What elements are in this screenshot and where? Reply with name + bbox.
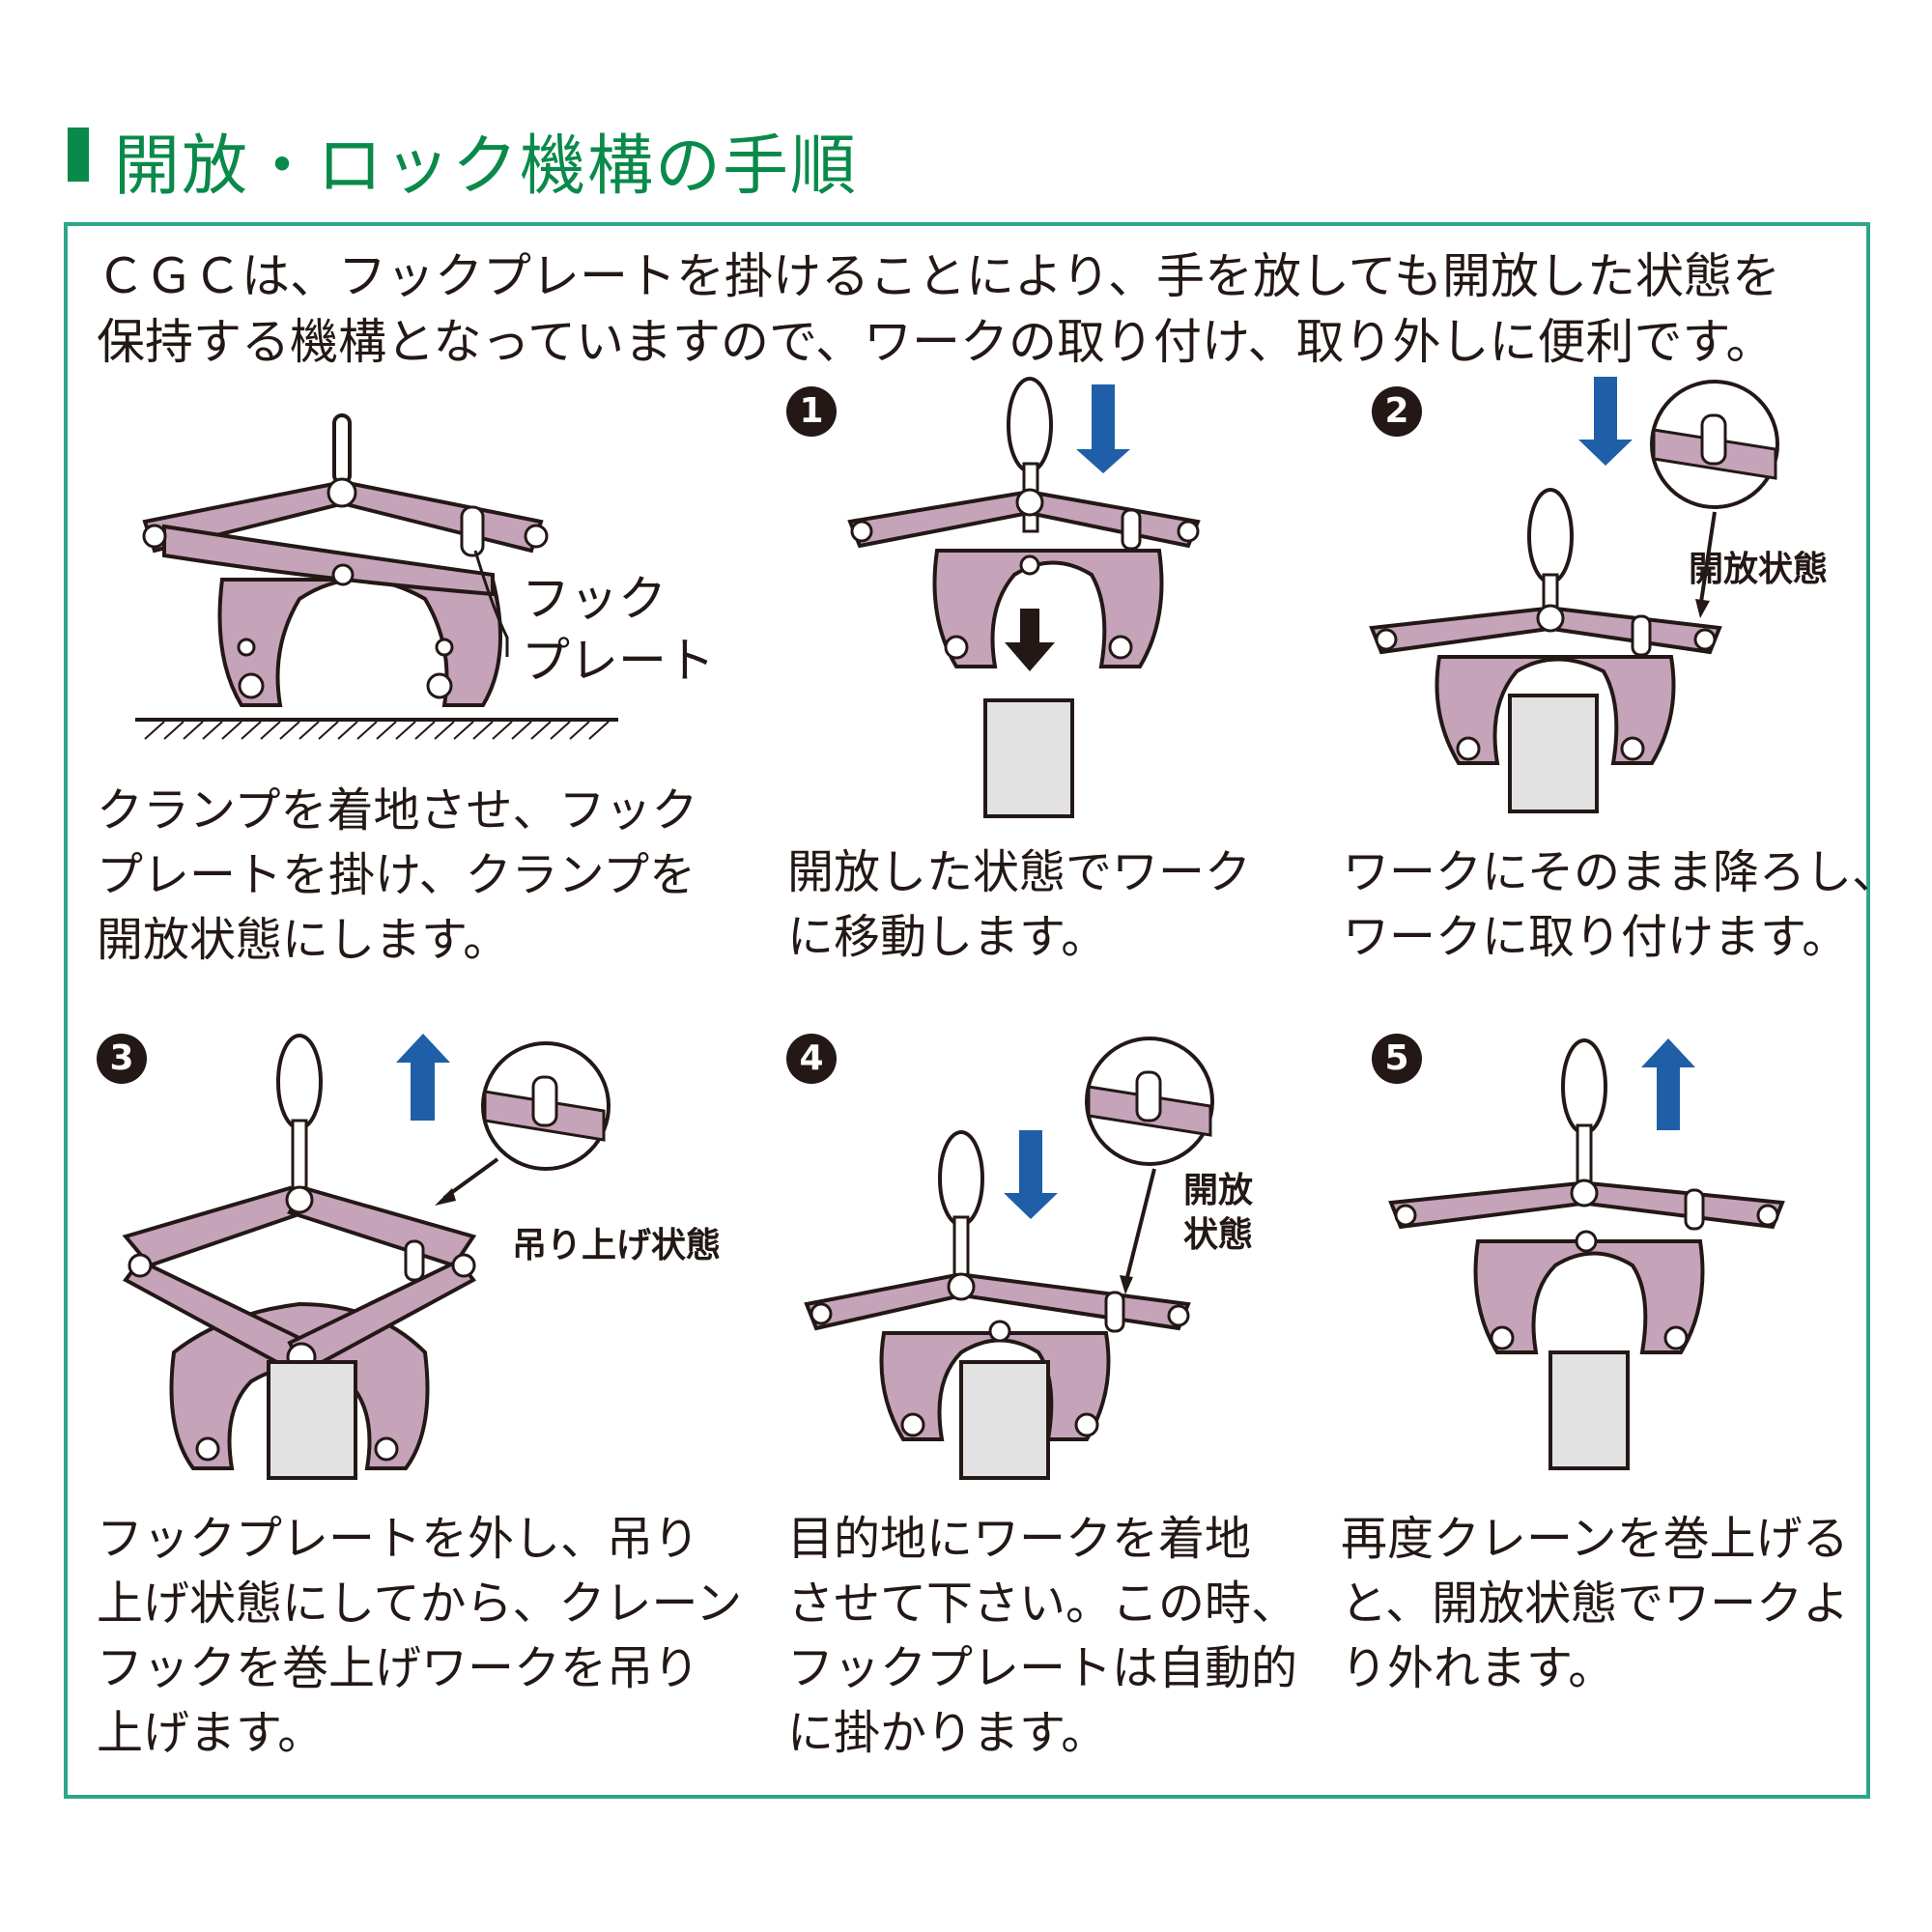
caption-line: り外れます。 [1341, 1641, 1615, 1695]
title-accent-bar [68, 128, 89, 182]
page-title: 開放・ロック機構の手順 [114, 128, 859, 205]
label-line: 状態 [1183, 1215, 1254, 1255]
clamp-illustration-step-5 [1388, 1038, 1785, 1470]
step-number-badge: 1 [786, 386, 837, 437]
caption-line: ワークにそのまま降ろし、 [1343, 845, 1899, 899]
caption-line: フックを巻上げワークを吊り [97, 1641, 700, 1695]
caption-line: 目的地にワークを着地 [787, 1512, 1252, 1566]
caption-line: フックプレートは自動的 [787, 1641, 1298, 1695]
caption-line: 上げます。 [97, 1706, 325, 1760]
step-caption: フックプレートを外し、吊り 上げ状態にしてから、クレーン フックを巻上げワークを… [97, 1507, 742, 1766]
open-state-label: 開放状態 [1689, 550, 1829, 589]
caption-line: に掛かります。 [787, 1706, 1108, 1760]
step-caption: 開放した状態でワーク に移動します。 [787, 840, 1251, 970]
intro-line: 保持する機構となっていますので、ワークの取り付け、取り外しに便利です。 [97, 314, 1775, 370]
step-number-badge: 5 [1372, 1034, 1422, 1084]
caption-line: させて下さい。この時、 [787, 1577, 1298, 1631]
caption-line: フックプレートを外し、吊り [97, 1512, 700, 1566]
caption-line: プレートを掛け、クランプを [97, 848, 696, 902]
step-caption: クランプを着地させ、フック プレートを掛け、クランプを 開放状態にします。 [97, 779, 698, 973]
clamp-illustration-initial [135, 413, 618, 740]
caption-line: 開放状態にします。 [97, 913, 510, 967]
step-caption: 目的地にワークを着地 させて下さい。この時、 フックプレートは自動的 に掛かりま… [787, 1507, 1297, 1766]
caption-line: ワークに取り付けます。 [1343, 910, 1849, 964]
clamp-illustration-step-1 [847, 377, 1201, 818]
caption-line: 上げ状態にしてから、クレーン [97, 1577, 743, 1631]
caption-line: 開放した状態でワーク [787, 845, 1252, 899]
caption-line: に移動します。 [787, 910, 1108, 964]
caption-line: クランプを着地させ、フック [97, 783, 698, 838]
caption-line: 再度クレーンを巻上げる [1341, 1512, 1849, 1566]
label-line: 開放 [1183, 1171, 1254, 1210]
label-line: フック [522, 571, 667, 627]
step-number-badge: 3 [97, 1034, 147, 1084]
step-caption: 再度クレーンを巻上げる と、開放状態でワークよ り外れます。 [1341, 1507, 1849, 1701]
step-number-badge: 2 [1372, 386, 1422, 437]
hook-plate-label: フック プレート [522, 568, 715, 692]
intro-text: ＣＧＣは、フックプレートを掛けることにより、手を放しても開放した状態を 保持する… [97, 243, 1855, 375]
clamp-illustration-step-2 [1369, 377, 1779, 813]
step-caption: ワークにそのまま降ろし、 ワークに取り付けます。 [1343, 840, 1898, 970]
content-frame [64, 222, 1870, 1799]
label-line: プレート [522, 633, 715, 689]
clamp-illustration-step-3 [122, 1034, 611, 1480]
step-number-badge: 4 [786, 1034, 837, 1084]
lifting-state-label: 吊り上げ状態 [512, 1226, 722, 1265]
caption-line: と、開放状態でワークよ [1341, 1577, 1850, 1631]
clamp-illustration-step-4 [804, 1037, 1214, 1480]
open-state-label: 開放 状態 [1183, 1169, 1253, 1258]
intro-line: ＣＧＣは、フックプレートを掛けることにより、手を放しても開放した状態を [97, 248, 1780, 304]
